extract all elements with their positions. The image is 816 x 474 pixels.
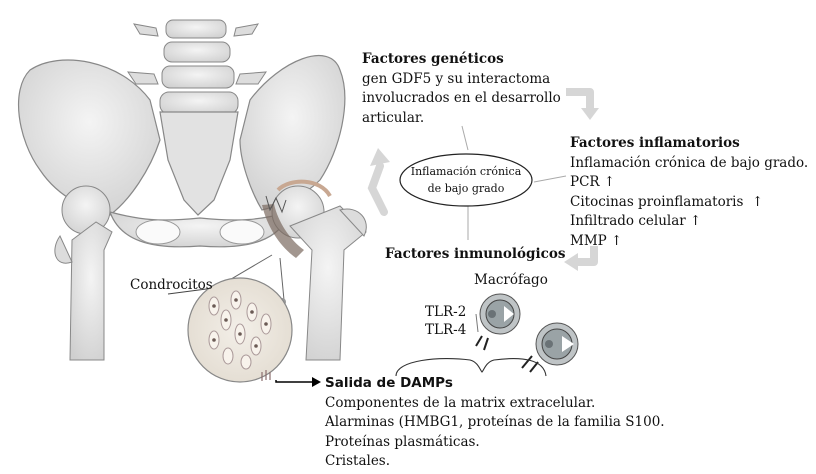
damps-bracket xyxy=(395,358,547,377)
chondrocytes-label: Condrocitos xyxy=(130,277,213,293)
tlr2-label: TLR-2 xyxy=(425,304,467,320)
damps-line: Componentes de la matrix extracelular. xyxy=(325,394,596,411)
inflammatory-line: PCR ↑ xyxy=(570,174,616,190)
lumbar-vertebrae xyxy=(127,19,267,115)
macrophage-label: Macrófago xyxy=(474,272,548,288)
right-iliac-wing xyxy=(239,54,346,211)
center-label-line1: Inflamación crónica xyxy=(410,165,522,178)
center-label-line2: de bajo grado xyxy=(427,182,505,195)
cycle-arrow-left xyxy=(367,162,388,216)
left-femur xyxy=(54,185,113,361)
tlr4-label: TLR-4 xyxy=(425,322,467,338)
damps-line: Alarminas (HMBG1, proteínas de la famili… xyxy=(325,414,665,430)
sacrum xyxy=(159,111,239,216)
cycle-arrow-right xyxy=(574,246,598,266)
inflammatory-factors-title: Factores inflamatorios xyxy=(570,135,740,151)
genetic-factors-title: Factores genéticos xyxy=(362,51,504,67)
inflammatory-line: MMP ↑ xyxy=(570,232,623,249)
genetic-line: gen GDF5 y su interactoma xyxy=(362,70,551,87)
genetic-factors-block: Factores genéticos gen GDF5 y su interac… xyxy=(362,50,561,128)
inflammatory-line: Inflamación crónica de bajo grado. xyxy=(570,154,809,171)
chondrocyte-magnification xyxy=(187,277,293,383)
damps-line: Proteínas plasmáticas. xyxy=(325,433,480,450)
inflammatory-line: Infiltrado celular ↑ xyxy=(570,213,702,229)
damps-line: Cristales. xyxy=(325,453,391,469)
damps-arrow xyxy=(275,380,312,383)
inflammatory-line: Citocinas proinflamatoris ↑ xyxy=(570,193,764,210)
genetic-line: articular. xyxy=(362,109,425,126)
damps-title: Salida de DAMPs xyxy=(325,375,453,391)
inflammatory-factors-block: Factores inflamatorios Inflamación cróni… xyxy=(570,134,808,251)
cycle-arrow-top-right xyxy=(566,88,594,112)
tlr-receptors xyxy=(475,335,539,373)
damps-block: Salida de DAMPs Componentes de la matrix… xyxy=(325,374,665,472)
right-femur xyxy=(262,179,367,361)
macrophage-1 xyxy=(479,293,521,335)
center-ellipse: Inflamación crónica de bajo grado xyxy=(398,152,534,208)
immunological-factors-title: Factores inmunológicos xyxy=(385,246,566,262)
left-iliac-wing xyxy=(18,59,161,216)
macrophage-2 xyxy=(535,322,579,366)
genetic-line: involucrados en el desarrollo xyxy=(362,90,561,106)
